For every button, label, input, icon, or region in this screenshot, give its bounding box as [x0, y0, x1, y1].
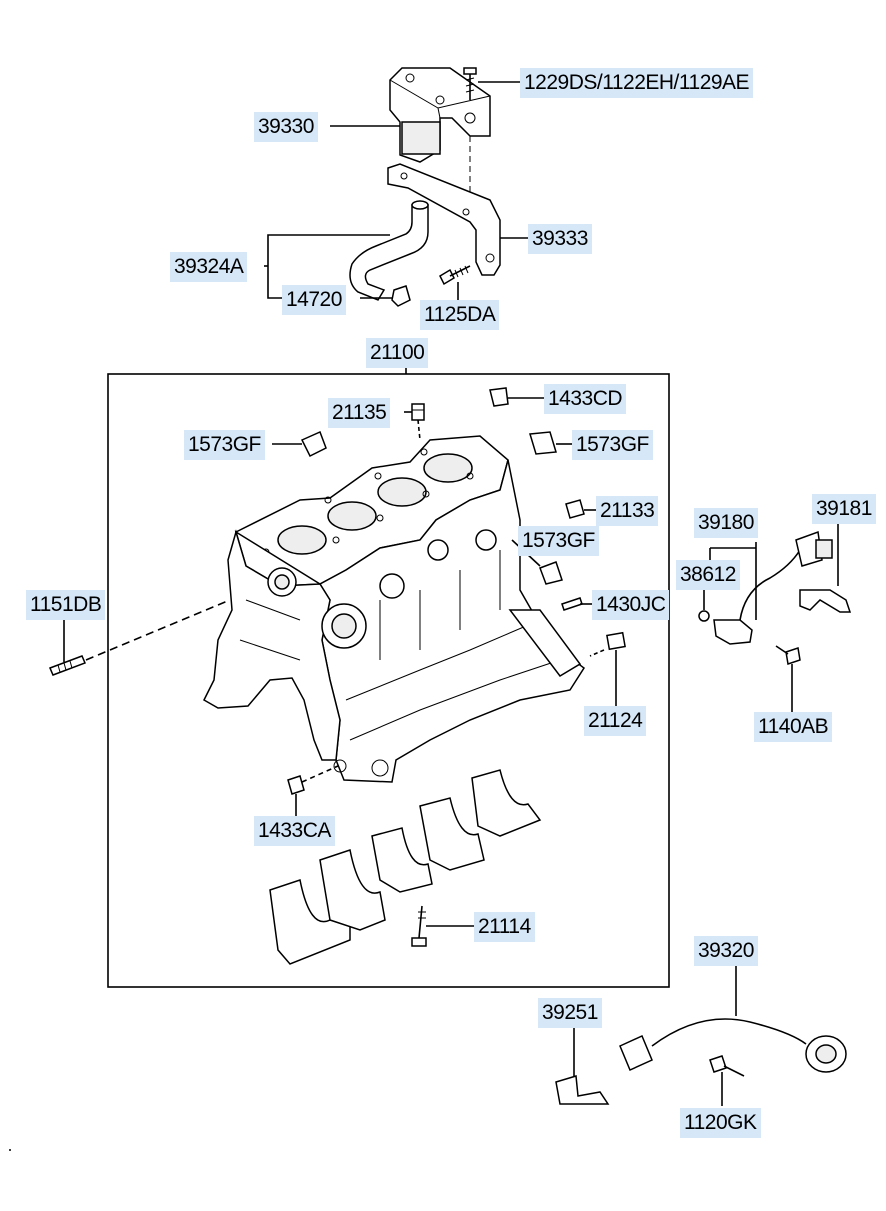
plug-1573gf-b	[529, 431, 557, 455]
label-1573gf-left[interactable]: 1573GF	[184, 430, 265, 460]
bracket-39251	[555, 1075, 610, 1105]
clamp-14720	[391, 285, 411, 307]
bolt-21114	[411, 905, 427, 947]
label-1433cd[interactable]: 1433CD	[544, 384, 627, 414]
bolt-1120gk	[709, 1055, 745, 1077]
dowel-21124	[606, 631, 626, 651]
plug-21133	[565, 499, 585, 519]
label-39333[interactable]: 39333	[528, 224, 592, 254]
label-1229ds-1122eh-1129ae[interactable]: 1229DS/1122EH/1129AE	[520, 68, 754, 98]
label-1573gf-lower[interactable]: 1573GF	[518, 526, 599, 556]
pin-1430jc	[561, 597, 583, 611]
label-14720[interactable]: 14720	[282, 285, 346, 315]
bolt-1229ds	[463, 67, 477, 100]
bolt-1140ab	[775, 645, 801, 665]
plug-21135	[411, 403, 425, 421]
label-21100[interactable]: 21100	[366, 338, 429, 368]
dowel-1433ca	[287, 775, 305, 795]
bracket-39330	[389, 67, 491, 163]
bracket-39181	[799, 589, 852, 613]
label-1151db[interactable]: 1151DB	[26, 590, 106, 620]
label-1573gf-right[interactable]: 1573GF	[572, 430, 653, 460]
label-1120gk[interactable]: 1120GK	[680, 1108, 761, 1138]
label-38612[interactable]: 38612	[676, 560, 740, 590]
label-1433ca[interactable]: 1433CA	[254, 816, 335, 846]
hose-39324a	[349, 200, 429, 301]
label-1125da[interactable]: 1125DA	[420, 300, 500, 330]
label-39251[interactable]: 39251	[538, 998, 602, 1028]
plug-1573gf-a	[300, 430, 327, 458]
label-39330[interactable]: 39330	[254, 112, 318, 142]
sensor-39180	[698, 530, 833, 645]
plug-1573gf-c	[539, 561, 563, 585]
sensor-39320	[619, 1018, 847, 1073]
stud-1151db	[49, 655, 86, 676]
label-21124[interactable]: 21124	[584, 706, 647, 736]
bearing-caps	[269, 769, 542, 965]
label-1140ab[interactable]: 1140AB	[754, 712, 833, 742]
bolt-1125da	[439, 265, 471, 286]
cylinder-block-21100	[203, 435, 586, 783]
label-39324a[interactable]: 39324A	[170, 252, 248, 282]
label-39320[interactable]: 39320	[694, 936, 758, 966]
bracket-39333	[387, 163, 501, 276]
label-21114[interactable]: 21114	[474, 912, 535, 942]
label-39180[interactable]: 39180	[694, 508, 758, 538]
label-21135[interactable]: 21135	[328, 398, 391, 428]
label-39181[interactable]: 39181	[812, 494, 876, 524]
assembly-frame	[107, 373, 670, 988]
label-21133[interactable]: 21133	[596, 496, 659, 526]
label-1430jc[interactable]: 1430JC	[592, 590, 670, 620]
plug-1433cd	[489, 387, 509, 407]
